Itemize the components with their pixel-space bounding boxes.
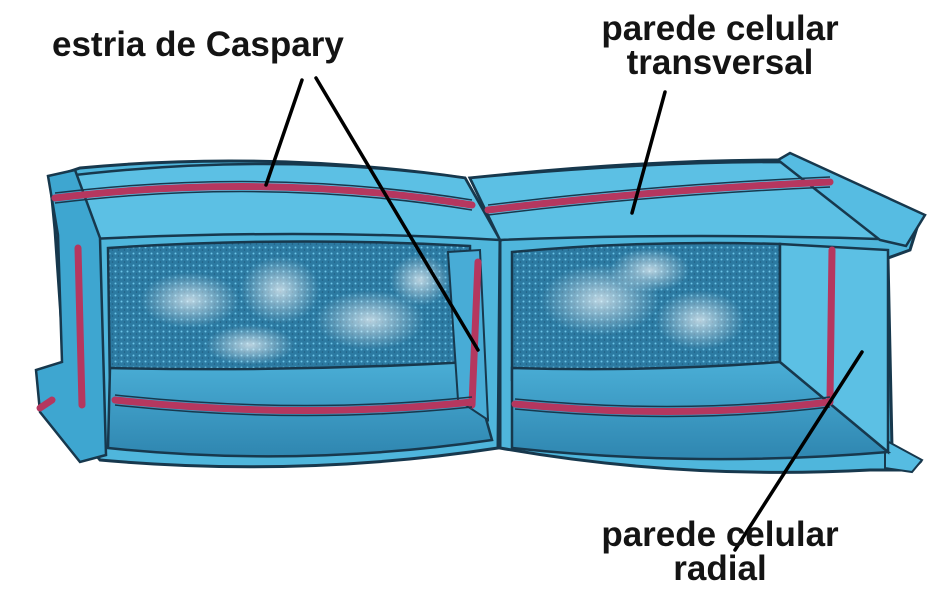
cell-block <box>36 153 925 472</box>
label-radial-line1: parede celular <box>560 518 880 552</box>
label-casparian-strip: estria de Caspary <box>52 28 344 62</box>
label-transverse-line2: transversal <box>560 46 880 80</box>
right-bottom-flange <box>885 440 922 472</box>
casparian-strip-left-end <box>78 248 82 405</box>
label-radial-cell-wall: parede celular radial <box>560 518 880 586</box>
label-casparian-strip-text: estria de Caspary <box>52 28 344 62</box>
label-transverse-line1: parede celular <box>560 12 880 46</box>
label-transverse-cell-wall: parede celular transversal <box>560 12 880 80</box>
casparian-strip-right-radial <box>830 250 832 400</box>
label-radial-line2: radial <box>560 552 880 586</box>
